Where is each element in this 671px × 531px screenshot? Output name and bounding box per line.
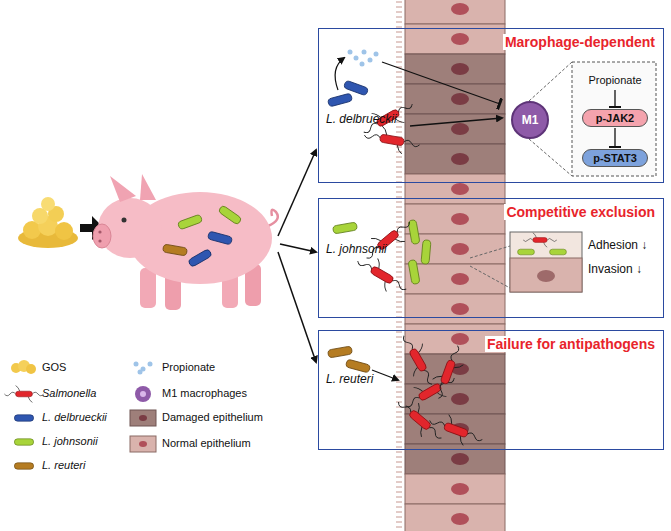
- node-text: Propionate: [588, 74, 641, 86]
- node-text: p-JAK2: [596, 112, 635, 124]
- node-text: p-STAT3: [593, 152, 637, 164]
- legend-text: GOS: [42, 361, 66, 373]
- metabolite-node: Propionate: [582, 71, 647, 89]
- legend-text: Propionate: [162, 361, 215, 373]
- legend-text: L. johnsonii: [42, 435, 98, 447]
- macrophage-circle: M1: [511, 101, 549, 139]
- panel-box: Failure for antipathogens: [318, 330, 664, 450]
- legend-text: L. delbrueckii: [42, 411, 107, 423]
- protein-box: p-STAT3: [582, 149, 648, 167]
- node-text: M1: [522, 113, 539, 127]
- effect-label: Adhesion ↓: [588, 238, 647, 252]
- species-label: L. reuteri: [326, 372, 373, 386]
- species-label: L. delbrueckii: [326, 112, 397, 126]
- legend-text: Normal epithelium: [162, 437, 251, 449]
- legend-text: L. reuteri: [42, 459, 85, 471]
- legend-text: Damaged epithelium: [162, 411, 263, 423]
- panel-title: Competitive exclusion: [504, 204, 657, 220]
- inhibition-connector: [609, 128, 621, 147]
- protein-box: p-JAK2: [582, 109, 648, 127]
- panel-box: Marophage-dependentM1 Propionate p-JAK2 p-S…: [318, 28, 664, 183]
- legend-text: Salmonella: [42, 387, 96, 399]
- legend-text: M1 macrophages: [162, 387, 247, 399]
- panel-title: Failure for antipathogens: [485, 336, 657, 352]
- panel-title: Marophage-dependent: [503, 34, 657, 50]
- species-label: L. johnsonii: [326, 242, 387, 256]
- effect-label: Invasion ↓: [588, 262, 642, 276]
- inhibition-connector: [609, 90, 621, 107]
- panel-box: Competitive exclusion: [318, 198, 664, 318]
